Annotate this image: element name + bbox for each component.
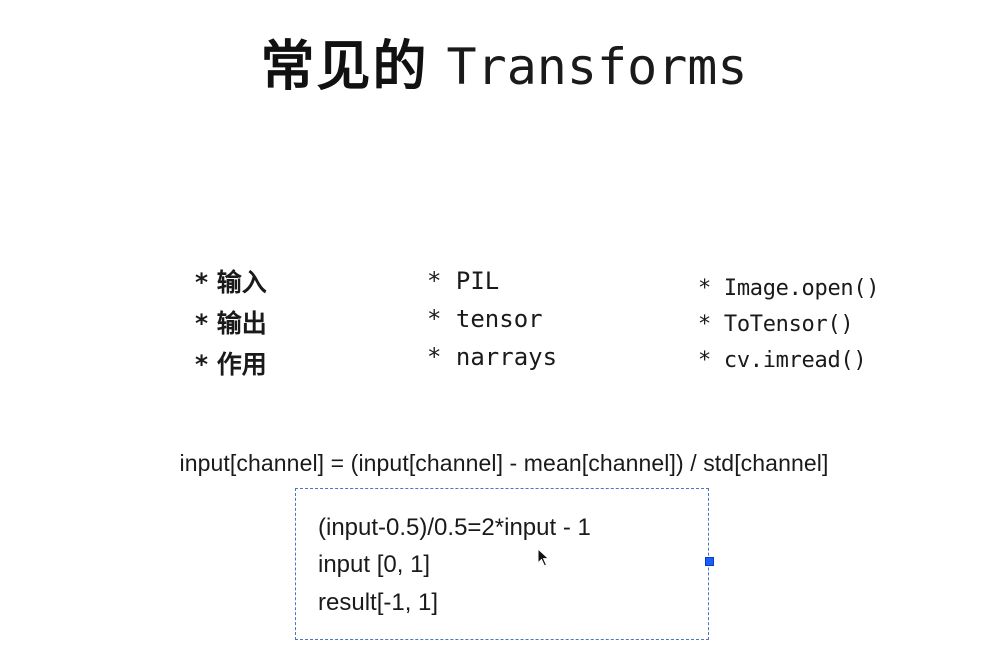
note-line-1[interactable]: (input-0.5)/0.5=2*input - 1 bbox=[318, 514, 591, 541]
note-line-3[interactable]: result[-1, 1] bbox=[318, 589, 439, 616]
type-tensor: * tensor bbox=[427, 305, 543, 333]
title-chinese: 常见的 bbox=[260, 34, 429, 98]
method-to-tensor: * ToTensor() bbox=[698, 312, 854, 337]
mouse-pointer-icon bbox=[537, 548, 550, 567]
label-output: * 输出 bbox=[195, 309, 267, 338]
type-pil: * PIL bbox=[427, 267, 500, 295]
label-input: * 输入 bbox=[195, 268, 267, 297]
types-list: * PIL * tensor * narrays bbox=[427, 262, 557, 376]
title-english: Transforms bbox=[446, 37, 748, 96]
method-cv-imread: * cv.imread() bbox=[698, 348, 867, 373]
label-purpose: * 作用 bbox=[195, 350, 267, 379]
resize-handle-right[interactable] bbox=[705, 557, 714, 566]
note-line-2[interactable]: input [0, 1] bbox=[318, 551, 431, 578]
normalize-formula: input[channel] = (input[channel] - mean[… bbox=[179, 450, 829, 476]
method-image-open: * Image.open() bbox=[698, 276, 880, 301]
type-narrays: * narrays bbox=[427, 343, 558, 371]
labels-list: * 输入 * 输出 * 作用 bbox=[195, 262, 267, 385]
methods-list: * Image.open() * ToTensor() * cv.imread(… bbox=[698, 271, 880, 379]
selected-text-box[interactable]: (input-0.5)/0.5=2*input - 1 input [0, 1]… bbox=[295, 488, 714, 640]
slide-title: 常见的 Transforms bbox=[0, 30, 1008, 103]
